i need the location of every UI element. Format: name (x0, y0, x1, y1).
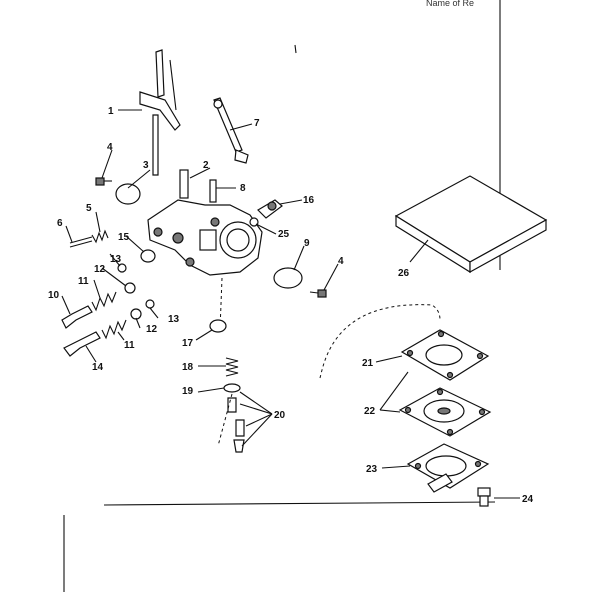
callout-9: 9 (304, 238, 310, 249)
callout-23: 23 (366, 464, 378, 475)
callout-14: 14 (92, 362, 104, 373)
part-12-washer-upper (124, 282, 136, 294)
part-18-spring (225, 357, 239, 377)
callout-18: 18 (182, 362, 194, 373)
frame-lines (63, 0, 501, 592)
leader-lines (61, 109, 520, 499)
callout-13-upper: 13 (110, 254, 122, 265)
part-4-screw-upper (95, 177, 112, 186)
part-11-spring-lower (101, 319, 127, 340)
part-17-plug (209, 319, 227, 333)
part-22-diaphragm (398, 387, 492, 437)
callout-6: 6 (57, 218, 63, 229)
part-14-mixture-screw-lower (63, 331, 101, 357)
callout-24: 24 (522, 494, 534, 505)
part-21-gasket (400, 329, 490, 381)
callout-12-upper: 12 (94, 264, 106, 275)
callout-4-upper: 4 (107, 142, 113, 153)
callout-20: 20 (274, 410, 286, 421)
callout-11-lower: 11 (124, 340, 135, 351)
part-19-washer (223, 383, 241, 393)
callout-17: 17 (182, 338, 194, 349)
part-12-washer-lower (130, 308, 142, 320)
part-23-pump-cover (406, 443, 490, 493)
callout-12-lower: 12 (146, 324, 158, 335)
pump-group-outline (319, 304, 441, 379)
callout-1: 1 (108, 106, 114, 117)
part-6-idle-screw (69, 236, 93, 248)
part-8-pin (209, 179, 217, 203)
part-5-spring (91, 229, 109, 244)
callout-16: 16 (303, 195, 315, 206)
part-13-seal-lower (145, 299, 155, 309)
callout-21: 21 (362, 358, 374, 369)
callout-22: 22 (364, 406, 376, 417)
part-2-pin (179, 169, 189, 199)
part-4-screw-lower (309, 289, 327, 298)
callout-10: 10 (48, 290, 60, 301)
header-corner-text: Name of Re (426, 0, 474, 8)
callout-13-lower: 13 (168, 314, 180, 325)
callout-19: 19 (182, 386, 194, 397)
part-7-choke-shaft (213, 97, 249, 164)
part-24-screw (477, 487, 491, 507)
callout-2: 2 (203, 160, 209, 171)
callout-15: 15 (118, 232, 130, 243)
part-10-mixture-screw-upper (61, 305, 93, 329)
part-11-spring-upper (91, 291, 117, 312)
callout-8: 8 (240, 183, 246, 194)
callout-4-lower: 4 (338, 256, 344, 267)
callout-3: 3 (143, 160, 149, 171)
part-15-plug (140, 249, 156, 263)
callout-labels: 1 2 3 4 4 5 6 7 8 9 10 11 11 12 12 13 13… (48, 106, 534, 505)
part-20-needle-valve (217, 393, 245, 453)
callout-11-upper: 11 (78, 276, 89, 287)
part-26-gasket-sheet (394, 175, 548, 274)
carburetor-body (147, 199, 263, 276)
part-16-fitting (257, 199, 283, 219)
callout-25: 25 (278, 229, 290, 240)
callout-7: 7 (254, 118, 260, 129)
callout-26: 26 (398, 268, 410, 279)
part-3-throttle-plate (115, 183, 141, 205)
callout-5: 5 (86, 203, 92, 214)
part-1-throttle-shaft (139, 49, 181, 176)
part-9-choke-plate (273, 267, 303, 289)
